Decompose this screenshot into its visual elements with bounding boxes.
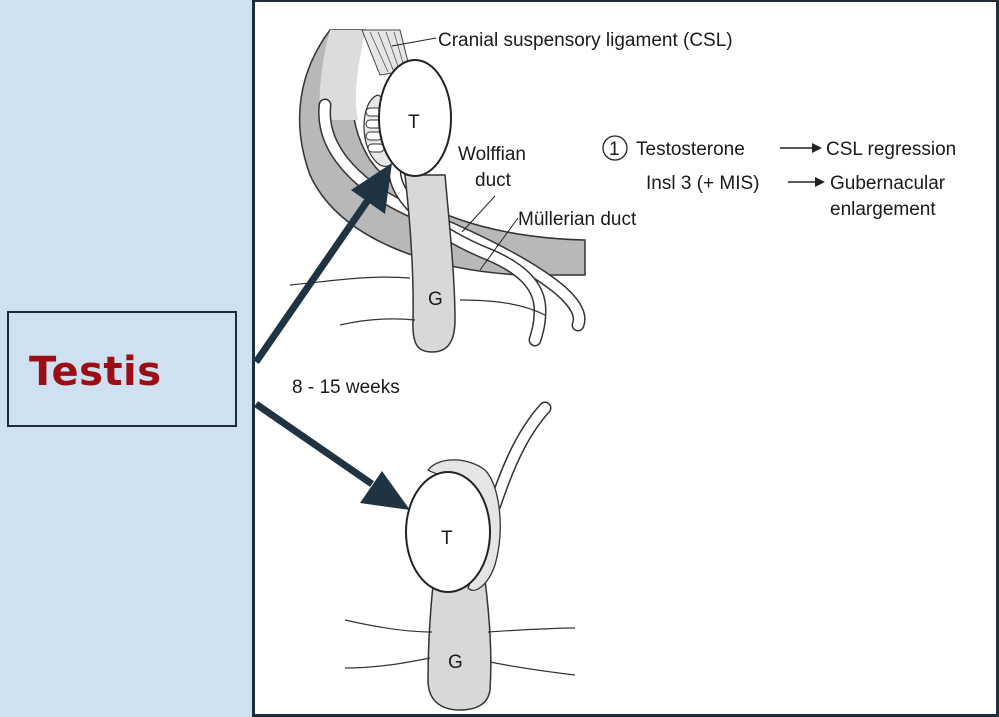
step-number: 1 bbox=[609, 139, 620, 160]
gubernaculum-bottom-label: G bbox=[448, 652, 463, 673]
step-line3-right: enlargement bbox=[830, 199, 936, 220]
wolffian-label-2: duct bbox=[475, 170, 512, 191]
step-line1-left: Testosterone bbox=[636, 139, 745, 160]
csl-label: Cranial suspensory ligament (CSL) bbox=[438, 30, 733, 51]
step-line2-right: Gubernacular bbox=[830, 173, 946, 194]
step-line2-left: Insl 3 (+ MIS) bbox=[646, 173, 760, 194]
testis-top-label: T bbox=[408, 112, 420, 133]
top-stage: Cranial suspensory ligament (CSL) T Wolf… bbox=[290, 30, 956, 352]
step-line1-right: CSL regression bbox=[826, 139, 956, 160]
pelvic-curve-2 bbox=[340, 319, 415, 325]
pelvic-curve-bottom-2 bbox=[345, 658, 430, 668]
bottom-stage: T G bbox=[345, 408, 575, 710]
gubernaculum-bottom bbox=[428, 580, 491, 710]
gubernaculum-top-label: G bbox=[428, 289, 443, 310]
arrow-to-bottom-testis bbox=[256, 404, 372, 484]
pelvic-curve-bottom-1 bbox=[345, 620, 432, 632]
wolffian-label-1: Wolffian bbox=[458, 144, 526, 165]
age-label: 8 - 15 weeks bbox=[292, 377, 400, 398]
arrow-to-top-testis bbox=[256, 200, 368, 362]
gubernaculum-top bbox=[405, 175, 455, 352]
mullerian-label: Müllerian duct bbox=[518, 209, 637, 230]
testis-bottom-label: T bbox=[441, 528, 453, 549]
